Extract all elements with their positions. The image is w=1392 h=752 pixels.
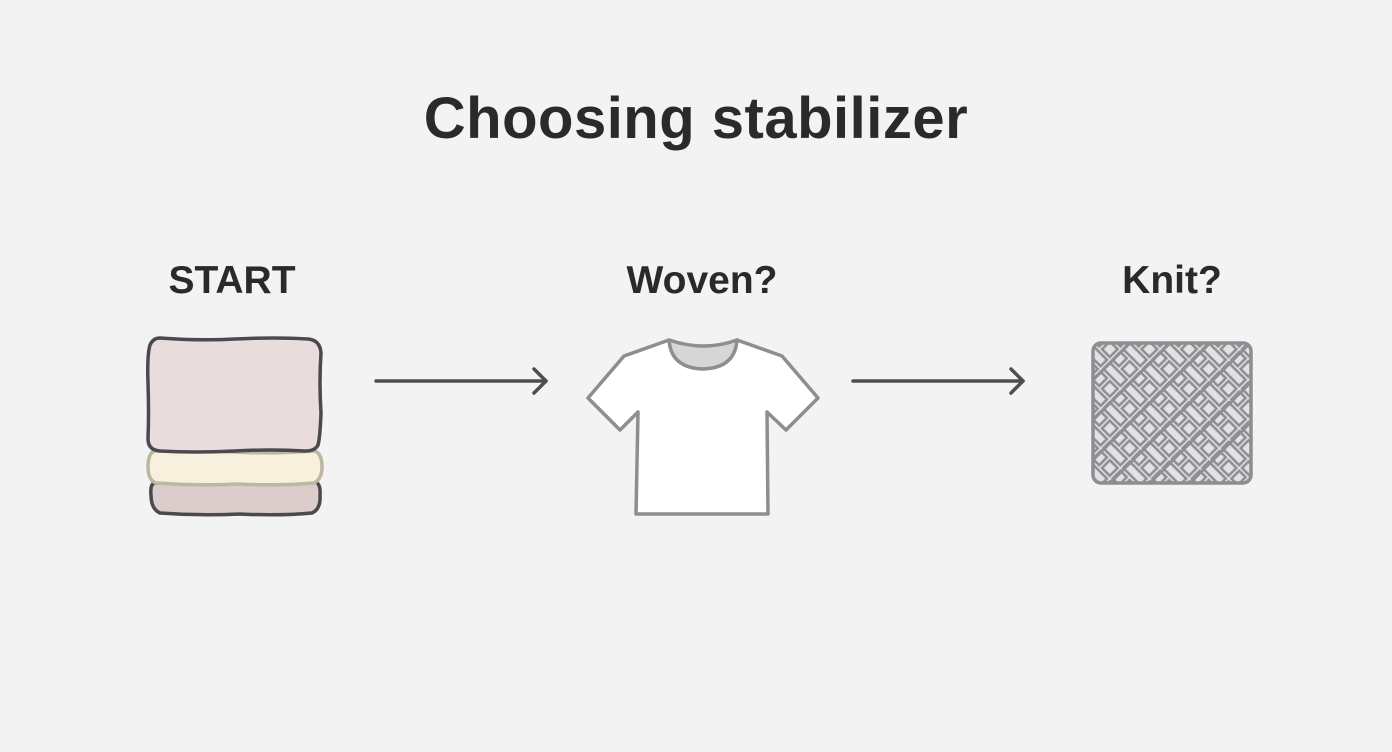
step-label-woven: Woven? — [626, 259, 778, 302]
step-label-start: START — [168, 259, 296, 302]
knit-pattern-frame — [1091, 341, 1253, 485]
fabric-layer-middle — [146, 448, 324, 487]
t-shirt-collar — [667, 338, 739, 371]
arrow-start-to-woven — [374, 367, 548, 395]
t-shirt-icon — [586, 338, 820, 516]
fabric-layer-bottom — [149, 479, 322, 517]
knit-pattern-icon — [1091, 341, 1253, 485]
step-label-knit: Knit? — [1122, 259, 1222, 302]
fabric-layer-top — [146, 336, 323, 454]
page-title: Choosing stabilizer — [423, 86, 969, 151]
fabric-layers-icon — [146, 336, 324, 517]
arrow-woven-to-knit — [851, 367, 1025, 395]
